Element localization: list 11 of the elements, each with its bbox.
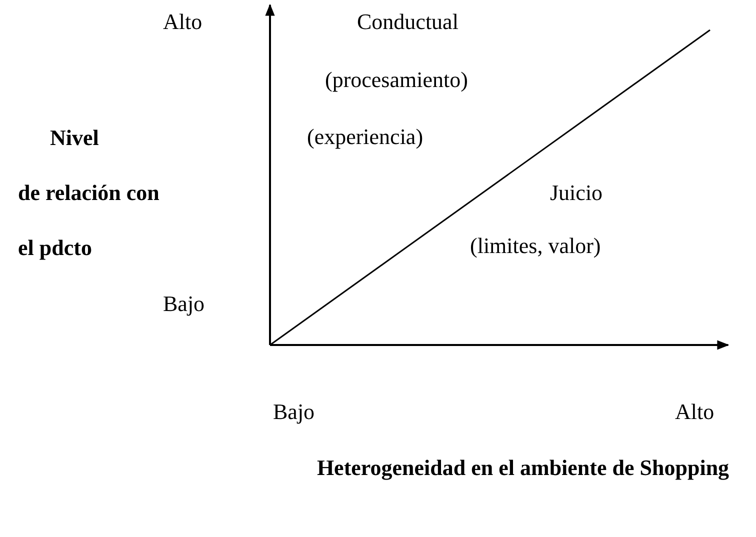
axis-tick-label: Bajo [273, 399, 315, 425]
region-label: (procesamiento) [325, 67, 468, 93]
region-label: (experiencia) [307, 124, 424, 150]
axis-title: Heterogeneidad en el ambiente de Shopping [316, 454, 730, 482]
axis-tick-label: Bajo [163, 291, 205, 317]
axis-title: Nivel de relación con el pdcto [18, 124, 160, 262]
region-label: Conductual [357, 9, 458, 35]
axis-tick-label: Alto [675, 399, 714, 425]
region-label: Juicio [550, 180, 603, 206]
axis-tick-label: Alto [163, 9, 202, 35]
region-label: (limites, valor) [470, 233, 601, 259]
